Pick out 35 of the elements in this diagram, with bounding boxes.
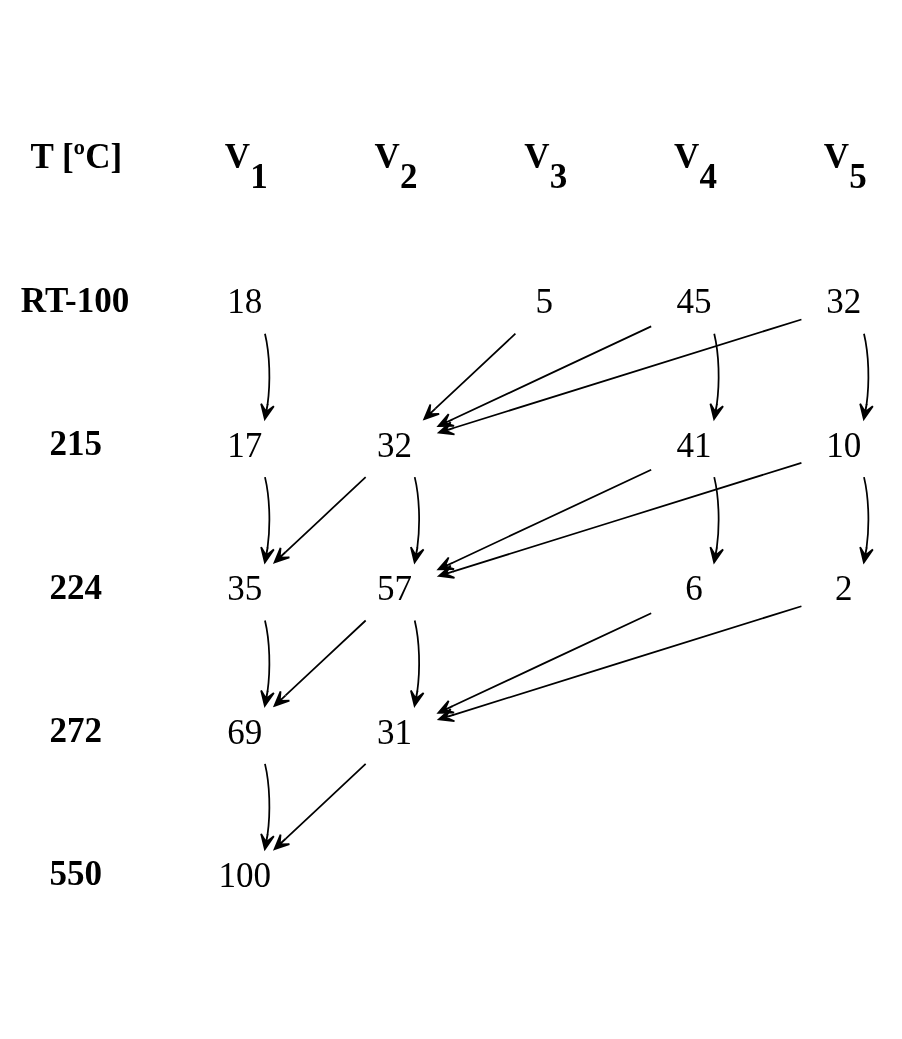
- arrow: [260, 332, 275, 420]
- arrow: [260, 619, 275, 707]
- label: 550: [49, 854, 103, 894]
- arrow: [410, 619, 425, 707]
- label: 272: [49, 710, 103, 750]
- arrow: [859, 476, 874, 564]
- arrow: [260, 476, 275, 564]
- arrow: [273, 476, 367, 564]
- label: 224: [49, 567, 103, 607]
- node-text: 18: [227, 282, 263, 322]
- node-text: 6: [685, 569, 703, 609]
- label: 215: [49, 424, 103, 464]
- node-text: 2: [834, 569, 853, 609]
- arrow: [273, 763, 367, 851]
- node-text: 31: [376, 712, 412, 752]
- arrow: [709, 476, 724, 564]
- node-text: 100: [218, 855, 271, 895]
- node-text: 35: [227, 569, 263, 609]
- arrow: [709, 332, 724, 420]
- arrow: [859, 332, 874, 420]
- node-text: 69: [227, 712, 263, 752]
- node-text: 10: [826, 425, 862, 465]
- node-text: 41: [676, 425, 712, 465]
- node-text: 45: [676, 282, 712, 322]
- arrow: [423, 332, 517, 420]
- arrow: [410, 476, 425, 564]
- node-text: 5: [535, 282, 553, 322]
- node-text: 32: [376, 425, 412, 465]
- node-text: 57: [376, 569, 412, 609]
- label: T [ºC]: [30, 137, 123, 177]
- label: RT-100: [20, 280, 130, 320]
- arrow: [273, 619, 367, 707]
- node-text: 32: [826, 282, 862, 322]
- arrow: [260, 763, 275, 851]
- node-text: 17: [227, 425, 263, 465]
